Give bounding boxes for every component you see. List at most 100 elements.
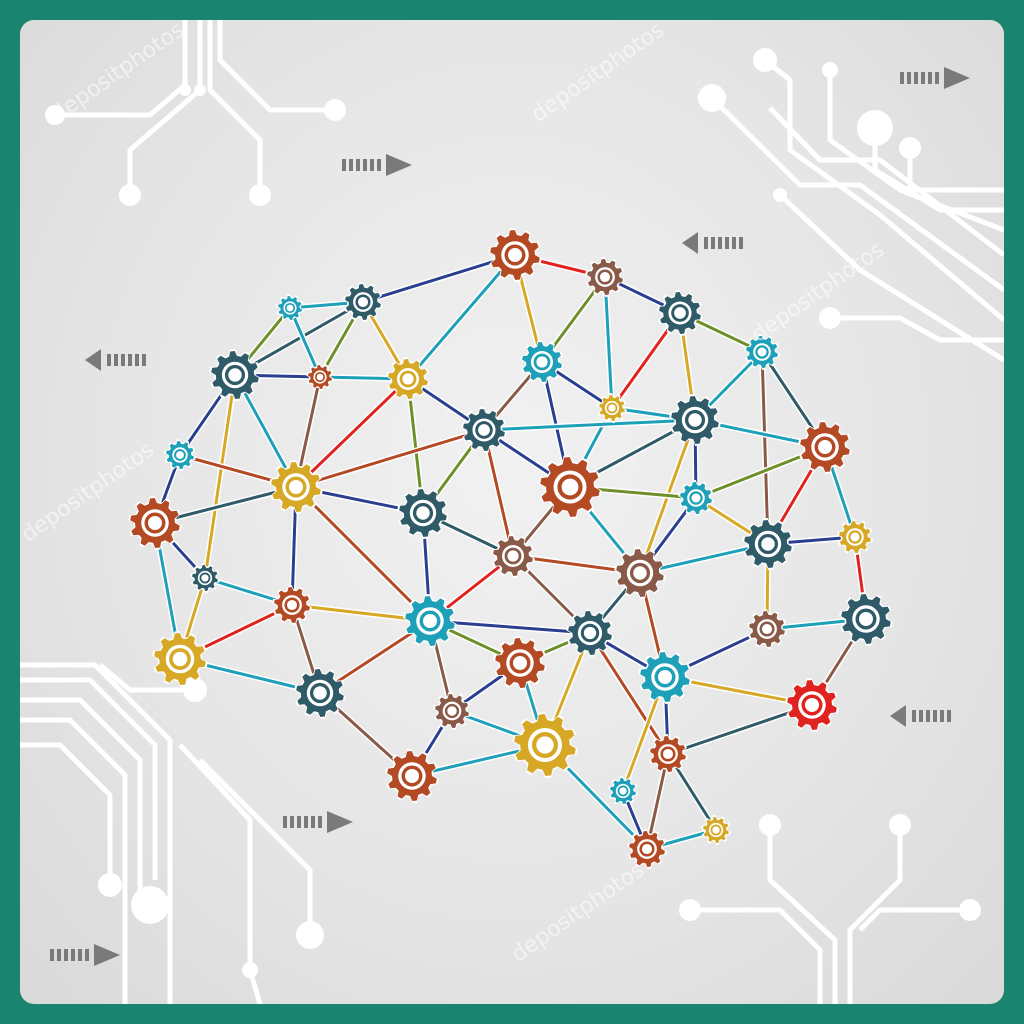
gear-nodes (128, 228, 893, 869)
arrow-bar (711, 237, 715, 249)
gear-hole (859, 612, 873, 626)
gear-hole (688, 413, 702, 427)
arrow-head (944, 67, 970, 89)
circuit-trace (690, 907, 823, 1004)
arrow-bar (921, 72, 925, 84)
gear-icon (403, 594, 457, 648)
circuit-node (249, 184, 271, 206)
gear-icon (597, 393, 627, 423)
arrow-bar (283, 816, 287, 828)
network-edge (428, 619, 592, 635)
circuit-node (822, 62, 838, 78)
arrow-head (682, 232, 698, 254)
arrow-head (327, 811, 353, 833)
arrow-bar (739, 237, 743, 249)
gear-icon (798, 420, 852, 474)
network-edge (203, 373, 237, 580)
arrow-bar (935, 72, 939, 84)
arrow-bar (297, 816, 301, 828)
circuit-node (131, 886, 169, 924)
gear-hole (761, 623, 773, 635)
circuit-node (98, 873, 122, 897)
arrow-bar (926, 710, 930, 722)
gear-icon (648, 734, 688, 774)
circuit-trace (20, 677, 158, 880)
arrow-bar (704, 237, 708, 249)
network-edge (638, 542, 770, 575)
arrow-bar (107, 354, 111, 366)
gear-hole (674, 307, 686, 319)
arrow-bar (928, 72, 932, 84)
circuit-trace (907, 148, 1004, 193)
gear-hole (148, 516, 162, 530)
gear-icon (269, 460, 323, 514)
gear-icon (209, 349, 261, 401)
arrow-bar (900, 72, 904, 84)
arrow-icon (900, 67, 970, 89)
gear-icon (488, 228, 542, 282)
gear-icon (128, 496, 182, 550)
arrow-bar (304, 816, 308, 828)
gear-hole (289, 480, 303, 494)
circuit-node (889, 814, 911, 836)
gear-hole (228, 368, 242, 382)
gear-hole (507, 550, 519, 562)
gear-icon (669, 394, 721, 446)
gear-hole (641, 843, 653, 855)
arrow-bar (912, 710, 916, 722)
circuit-node (819, 307, 841, 329)
circuit-trace (178, 743, 263, 1004)
arrow-bar (128, 354, 132, 366)
circuit-trace (778, 193, 1004, 363)
circuit-lines (20, 20, 1004, 1004)
arrow-bar (718, 237, 722, 249)
gear-hole (712, 826, 720, 834)
gear-icon (742, 518, 794, 570)
gear-icon (385, 749, 439, 803)
gear-hole (619, 787, 627, 795)
gear-hole (316, 373, 324, 381)
circuit-trace (830, 315, 1004, 343)
gear-hole (402, 373, 414, 385)
network-edge (153, 485, 298, 525)
circuit-trace (198, 758, 313, 935)
circuit-node (194, 84, 206, 96)
gear-icon (386, 357, 430, 401)
circuit-node (698, 84, 726, 112)
arrow-bar (311, 816, 315, 828)
gear-icon (294, 667, 346, 719)
gear-icon (585, 257, 625, 297)
arrow-icon (342, 154, 412, 176)
arrow-bar (725, 237, 729, 249)
gear-hole (850, 532, 860, 542)
gear-icon (627, 829, 667, 869)
gear-icon (614, 547, 666, 599)
gear-icon (608, 776, 638, 806)
gear-hole (423, 614, 437, 628)
circuit-trace (207, 20, 263, 195)
gear-icon (701, 815, 731, 845)
gear-icon (837, 519, 873, 555)
circuit-node (324, 99, 346, 121)
circuit-node (242, 962, 258, 978)
gear-hole (583, 626, 597, 640)
gear-icon (747, 609, 787, 649)
circuit-trace (20, 662, 173, 1004)
gear-icon (461, 407, 507, 453)
background-panel: depositphotos depositphotos depositphoto… (20, 20, 1004, 1004)
arrow-bar (933, 710, 937, 722)
gear-icon (306, 363, 334, 391)
arrow-bar (732, 237, 736, 249)
arrow-icon (283, 811, 353, 833)
gear-hole (761, 537, 775, 551)
circuit-node (759, 814, 781, 836)
gear-hole (633, 566, 647, 580)
circuit-trace (98, 663, 195, 693)
gear-hole (536, 356, 548, 368)
gear-hole (313, 686, 327, 700)
gear-icon (433, 692, 471, 730)
arrow-bar (377, 159, 381, 171)
gear-icon (839, 592, 893, 646)
arrow-head (386, 154, 412, 176)
arrow-bar (370, 159, 374, 171)
